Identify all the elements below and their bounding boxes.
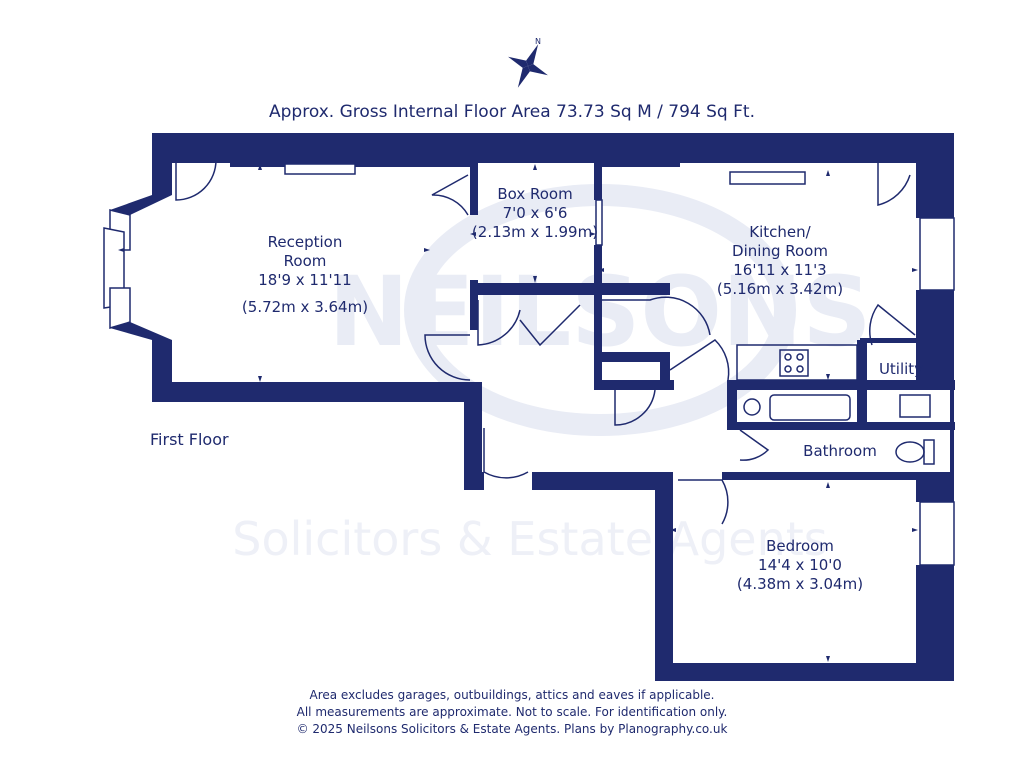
kitchen-name-line2: Dining Room: [732, 242, 828, 260]
reception-label: Reception Room 18'9 x 11'11: [240, 233, 370, 290]
windows: [103, 163, 955, 566]
utility-sink-icon: [899, 394, 931, 418]
footer-line-2: All measurements are approximate. Not to…: [296, 705, 728, 719]
kitchen-name-line1: Kitchen/: [749, 223, 811, 241]
box-room-dims-metric: (2.13m x 1.99m): [471, 223, 599, 241]
footer-notes: Area excludes garages, outbuildings, att…: [0, 687, 1024, 738]
kitchen-dims-imperial: 16'11 x 11'3: [733, 261, 827, 279]
floor-area-heading: Approx. Gross Internal Floor Area 73.73 …: [269, 102, 755, 122]
watermark-tagline: Solicitors & Estate Agents: [232, 512, 827, 566]
utility-label: Utility: [878, 360, 924, 378]
bathroom-label: Bathroom: [803, 442, 877, 460]
kitchen-counter: [736, 344, 858, 381]
doors: [175, 159, 916, 525]
footer-line-1: Area excludes garages, outbuildings, att…: [309, 688, 715, 702]
walls: [110, 133, 955, 681]
kitchen-dims-metric: (5.16m x 3.42m): [716, 280, 844, 298]
dimension-arrows: [118, 164, 918, 662]
reception-dims-imperial: 18'9 x 11'11: [258, 271, 352, 289]
reception-name-line1: Reception: [267, 233, 343, 251]
bedroom-label: Bedroom 14'4 x 10'0 (4.38m x 3.04m): [715, 537, 885, 594]
box-room-name: Box Room: [497, 185, 573, 203]
kitchen-label: Kitchen/ Dining Room 16'11 x 11'3 (5.16m…: [700, 223, 860, 299]
bedroom-dims-metric: (4.38m x 3.04m): [736, 575, 864, 593]
box-room-label: Box Room 7'0 x 6'6 (2.13m x 1.99m): [470, 185, 600, 242]
floor-label: First Floor: [150, 430, 229, 449]
bedroom-dims-imperial: 14'4 x 10'0: [758, 556, 842, 574]
north-arrow-icon: [508, 44, 548, 88]
bath-icon: [769, 394, 851, 421]
box-room-dims-imperial: 7'0 x 6'6: [502, 204, 568, 222]
bedroom-name: Bedroom: [766, 537, 834, 555]
hob-icon: [779, 349, 809, 377]
reception-name-line2: Room: [283, 252, 327, 270]
reception-dims-metric: (5.72m x 3.64m): [241, 298, 369, 316]
footer-line-3: © 2025 Neilsons Solicitors & Estate Agen…: [296, 722, 728, 736]
fixtures: [736, 344, 935, 465]
north-label: N: [535, 37, 541, 46]
toilet-icon: [895, 441, 925, 463]
